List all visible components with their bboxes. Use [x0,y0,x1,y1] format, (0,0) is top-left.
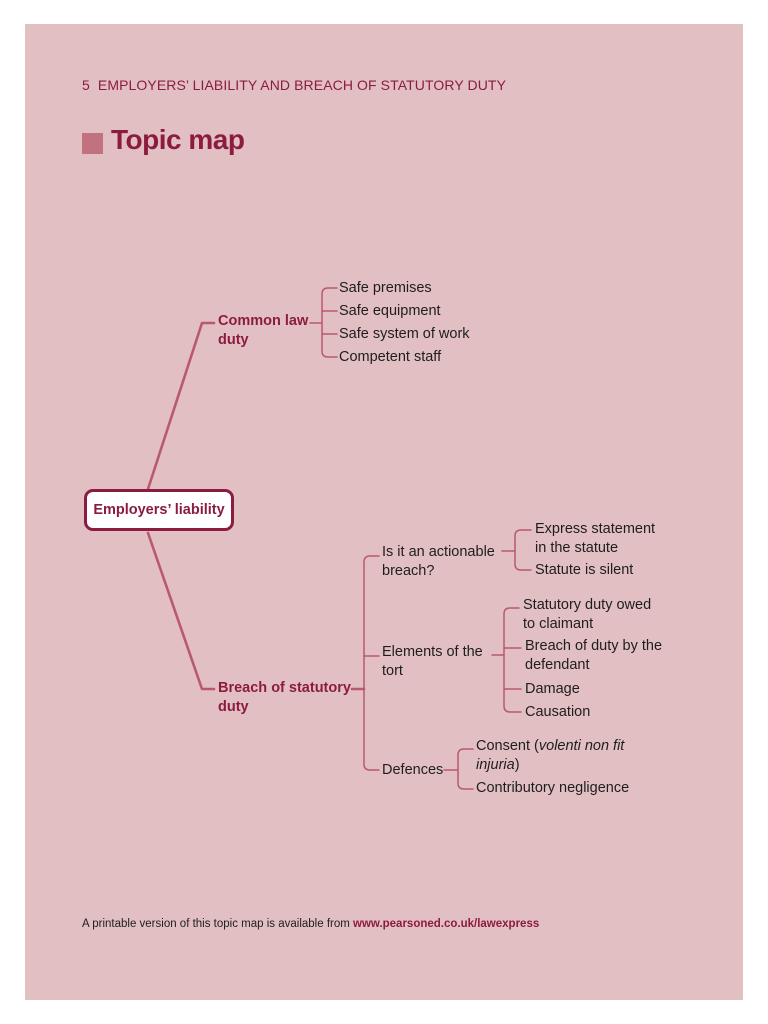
node-elements-of-the-tort: Elements of the tort [382,643,483,681]
leaf-statute-is-silent: Statute is silent [535,562,634,578]
connector-elements-bracket [491,607,522,713]
leaf-label-line: defendant [525,657,590,673]
page-title: Topic map [111,124,245,155]
leaf-contributory-negligence: Contributory negligence [476,780,630,796]
node-actionable-breach: Is it an actionable breach? [382,543,495,581]
leaf-consent: Consent (volenti non fit injuria) [476,737,624,775]
node-defences: Defences [382,762,444,778]
leaf-damage: Damage [525,681,580,697]
leaf-safe-premises: Safe premises [339,280,432,296]
root-node-employers-liability: Employers’ liability [84,489,234,531]
node-label-line: breach? [382,563,435,579]
branch-label-line: duty [218,699,249,715]
node-label-line: Is it an actionable [382,544,495,560]
node-label-line: tort [382,663,403,679]
branch-label-line: Common law [218,313,309,329]
leaf-causation: Causation [525,704,591,720]
leaf-label-line: Consent (volenti non fit [476,737,624,756]
chapter-title: EMPLOYERS’ LIABILITY AND BREACH OF STATU… [97,77,507,93]
connector-root-common-law [146,321,216,491]
leaf-express-statement: Express statement in the statute [535,520,655,558]
leaf-label-line: Statutory duty owed [523,597,652,613]
connector-defences-bracket [443,748,474,790]
leaf-safe-equipment: Safe equipment [339,303,441,319]
leaf-label-line: to claimant [523,616,594,632]
leaf-label-line: injuria) [476,756,624,775]
title-square-marker [82,133,103,154]
footer-link[interactable]: www.pearsoned.co.uk/lawexpress [353,918,540,930]
consent-latin-phrase: volenti non fit [538,738,625,754]
leaf-competent-staff: Competent staff [339,349,442,365]
leaf-label-line: Breach of duty by the [525,638,663,654]
leaf-label-line: Express statement [535,521,656,537]
consent-latin-phrase: injuria [476,757,515,773]
connector-root-statutory [146,531,216,691]
connector-actionable-bracket [501,529,532,571]
leaf-breach-of-duty: Breach of duty by the defendant [525,637,662,675]
branch-common-law-duty: Common law duty [218,312,308,350]
node-label-line: Elements of the [382,644,483,660]
consent-prefix: Consent ( [476,738,539,754]
chapter-heading: 5 EMPLOYERS’ LIABILITY AND BREACH OF STA… [82,77,506,93]
leaf-safe-system-of-work: Safe system of work [339,326,470,342]
connector-common-law-bracket [309,287,338,358]
branch-label-line: duty [218,332,249,348]
leaf-label-line: in the statute [535,540,619,556]
footer-note: A printable version of this topic map is… [82,918,539,930]
footer-text: A printable version of this topic map is… [82,918,354,930]
branch-label-line: Breach of statutory [218,680,351,696]
connector-statutory-bracket [363,555,380,771]
consent-suffix: ) [514,757,520,773]
leaf-statutory-duty-owed: Statutory duty owed to claimant [523,596,651,634]
chapter-number: 5 [82,77,90,93]
branch-breach-of-statutory-duty: Breach of statutory duty [218,679,351,717]
